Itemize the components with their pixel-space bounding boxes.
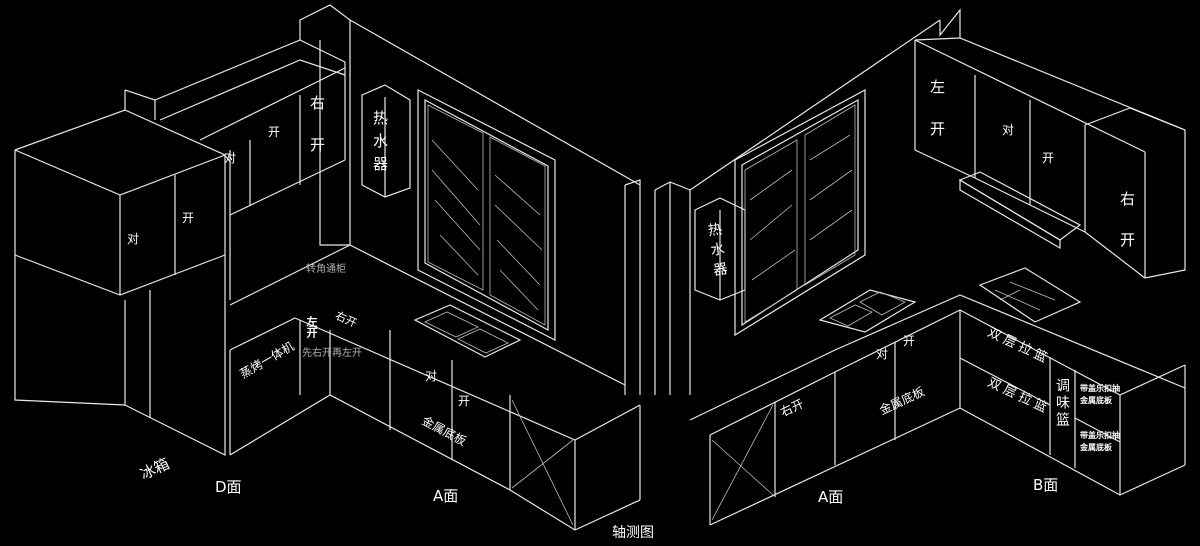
b-face-label: B面: [1033, 476, 1059, 494]
drawing-title: 轴测图: [612, 525, 654, 541]
fridge-cabinet: [14, 89, 227, 456]
fridge-cabinet-door-2: 开: [182, 211, 195, 225]
b-upper-door-3: 对: [1002, 123, 1015, 137]
a-face-left-label: A面: [433, 487, 459, 505]
left-base-door-1: 对: [425, 369, 438, 383]
spice-basket-label: 调味篮: [1054, 378, 1070, 429]
sink-right: [818, 289, 917, 333]
drawer-note-1-line-2: 金属底板: [1080, 396, 1112, 405]
center-column: [624, 179, 691, 395]
right-base-door-2: 开: [903, 334, 916, 348]
right-base-door-1: 对: [876, 347, 889, 361]
drawer-note-2-line-1: 带盖乐扣抽: [1080, 431, 1120, 440]
drawer-note-1-line-1: 带盖乐扣抽: [1080, 384, 1120, 393]
stove: [978, 267, 1082, 323]
fridge-cabinet-door-1: 对: [127, 232, 140, 246]
left-base-cabinets: [229, 244, 641, 531]
right-wall-top-edge: [689, 19, 941, 191]
d-upper-door-3: 右: [310, 94, 326, 112]
water-heater-left-label: 热水器: [371, 110, 389, 179]
d-face-label: D面: [215, 478, 242, 496]
b-upper-door-5: 右: [1120, 190, 1136, 208]
drawer-note-2-line-2: 金属底板: [1080, 443, 1112, 452]
b-upper-door-6: 开: [1120, 231, 1136, 249]
d-upper-door-2: 开: [268, 125, 281, 139]
a-face-right-label: A面: [818, 488, 844, 506]
left-wall-top-edge: [349, 19, 641, 186]
b-upper-door-2: 开: [930, 120, 946, 138]
left-base-door-2: 开: [458, 394, 471, 408]
open-order-note: 先右开再左开: [302, 348, 362, 359]
window-left: [417, 89, 556, 341]
d-upper-door-4: 开: [310, 136, 326, 154]
b-face-upper-cabinets: [914, 8, 1186, 279]
d-upper-door-1: 对: [224, 151, 237, 165]
left-open-label: 左开: [305, 316, 318, 338]
corner-cabinet-label: 转角通柜: [306, 264, 346, 275]
water-heater-left: [361, 84, 411, 198]
right-base-cabinets: [689, 294, 1186, 526]
b-upper-door-4: 开: [1042, 151, 1055, 165]
sink-left: [413, 304, 522, 358]
b-upper-door-1: 左: [930, 78, 946, 96]
window-right: [734, 88, 866, 337]
